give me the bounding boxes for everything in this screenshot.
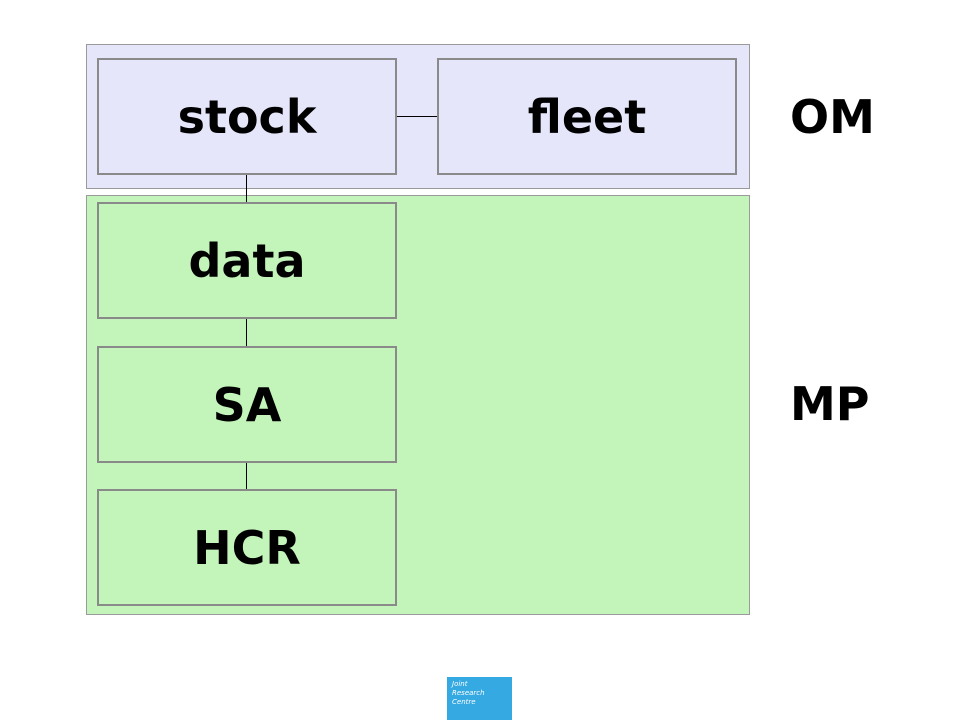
logo-line-3: Centre bbox=[452, 698, 476, 706]
connector-sa-hcr bbox=[246, 462, 247, 490]
hcr-box: HCR bbox=[97, 489, 397, 606]
logo-line-1: Joint bbox=[452, 680, 468, 688]
sa-box: SA bbox=[97, 346, 397, 463]
jrc-logo: Joint Research Centre bbox=[447, 677, 512, 720]
stock-box: stock bbox=[97, 58, 397, 175]
connector-stock-fleet bbox=[396, 116, 438, 117]
mp-label: MP bbox=[790, 377, 870, 431]
om-label: OM bbox=[790, 90, 875, 144]
data-box: data bbox=[97, 202, 397, 319]
logo-line-2: Research bbox=[452, 689, 485, 697]
fleet-box: fleet bbox=[437, 58, 737, 175]
connector-stock-data bbox=[246, 174, 247, 203]
connector-data-sa bbox=[246, 318, 247, 347]
